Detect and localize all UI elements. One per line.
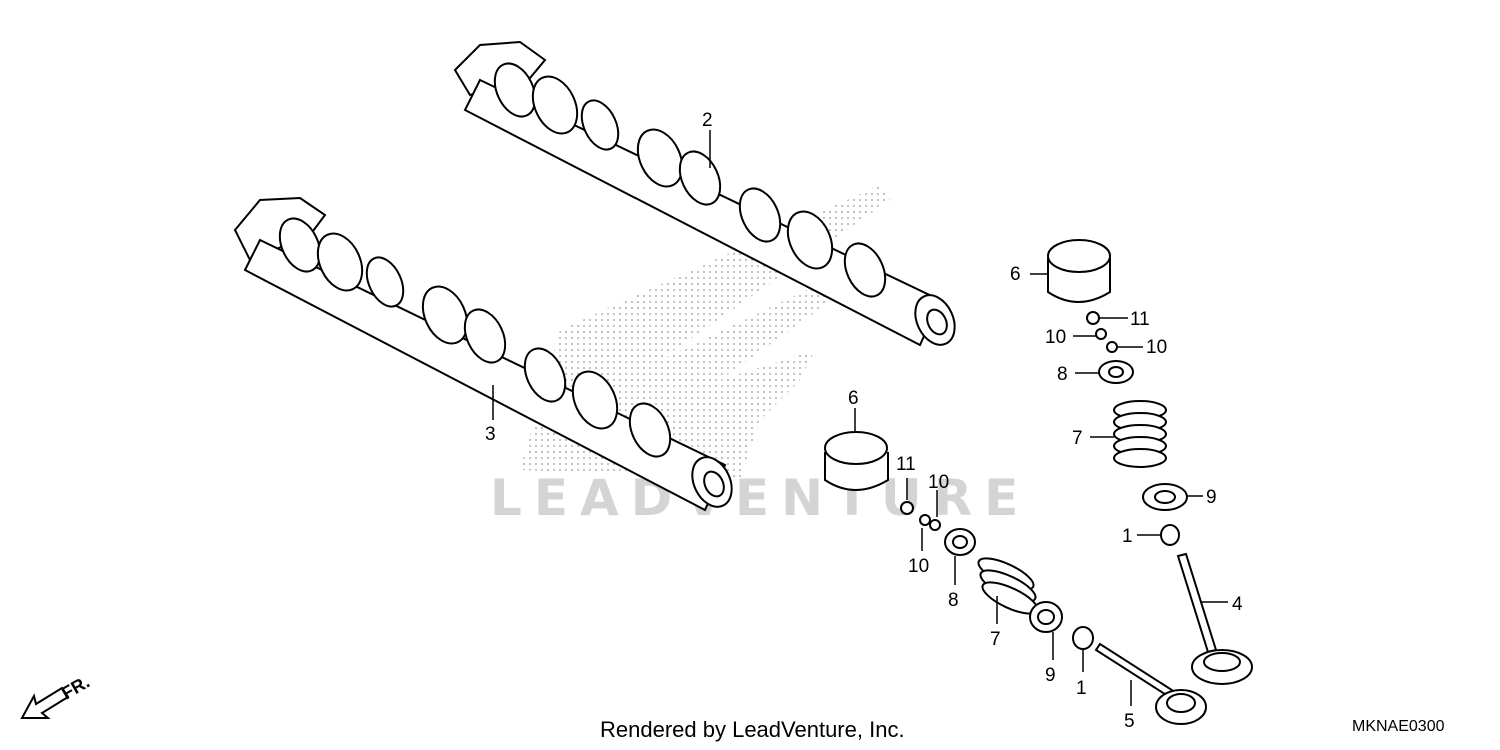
callout-7-right[interactable]: 7 <box>1072 428 1114 449</box>
callout-2[interactable]: 2 <box>702 110 713 168</box>
valve-left[interactable] <box>1094 642 1207 725</box>
spring-retainer-left[interactable] <box>944 528 976 556</box>
svg-text:1: 1 <box>1122 526 1133 547</box>
svg-text:10: 10 <box>1146 337 1167 358</box>
callout-3[interactable]: 3 <box>485 385 496 445</box>
callout-11-left[interactable]: 11 <box>896 454 916 500</box>
svg-text:8: 8 <box>1057 364 1068 385</box>
front-direction-indicator: FR. <box>20 672 93 719</box>
svg-text:1: 1 <box>1076 678 1087 699</box>
valve-spring-right[interactable] <box>1113 400 1167 468</box>
callout-1-right[interactable]: 1 <box>1122 526 1161 547</box>
callout-10-right-b[interactable]: 10 <box>1117 337 1167 358</box>
svg-text:7: 7 <box>990 629 1001 650</box>
svg-text:5: 5 <box>1124 711 1135 732</box>
callout-1-left[interactable]: 1 <box>1076 650 1087 699</box>
svg-text:2: 2 <box>702 110 713 131</box>
callout-5[interactable]: 5 <box>1124 680 1135 732</box>
spring-seat-left[interactable] <box>1029 601 1063 633</box>
valve-assembly-right <box>1047 239 1253 685</box>
callout-10-left-b[interactable]: 10 <box>928 472 949 517</box>
svg-text:8: 8 <box>948 590 959 611</box>
stem-seal-left[interactable] <box>1072 626 1094 650</box>
callout-9-right[interactable]: 9 <box>1187 487 1217 508</box>
render-credit: Rendered by LeadVenture, Inc. <box>600 717 905 742</box>
tappet-bucket-right[interactable] <box>1047 239 1111 303</box>
tappet-bucket-left[interactable] <box>824 431 889 491</box>
cotter-right-b[interactable] <box>1106 341 1118 353</box>
svg-text:9: 9 <box>1206 487 1217 508</box>
spring-retainer-right[interactable] <box>1098 360 1134 384</box>
spring-seat-right[interactable] <box>1142 483 1188 511</box>
front-arrow-icon <box>20 686 70 719</box>
svg-text:6: 6 <box>848 388 859 409</box>
callout-11-right[interactable]: 11 <box>1099 309 1150 330</box>
cotter-left-a[interactable] <box>919 514 931 526</box>
callout-6-right[interactable]: 6 <box>1010 264 1048 285</box>
valve-right[interactable] <box>1176 552 1253 685</box>
camshaft-upper[interactable] <box>453 40 962 351</box>
valve-assembly-left <box>824 431 1207 725</box>
valve-spring-left[interactable] <box>975 552 1042 619</box>
watermark-text: LEADVENTURE <box>490 469 1030 527</box>
svg-text:10: 10 <box>928 472 949 493</box>
svg-text:11: 11 <box>896 454 916 475</box>
diagram-code: MKNAE0300 <box>1352 718 1445 735</box>
camshaft-lower[interactable] <box>233 196 739 513</box>
svg-text:10: 10 <box>908 556 929 577</box>
svg-text:6: 6 <box>1010 264 1021 285</box>
callout-7-left[interactable]: 7 <box>990 596 1001 650</box>
svg-text:11: 11 <box>1130 309 1150 330</box>
callout-10-left-a[interactable]: 10 <box>908 528 929 577</box>
shim-right[interactable] <box>1086 311 1100 325</box>
stem-seal-right[interactable] <box>1160 524 1180 546</box>
cotter-left-b[interactable] <box>929 519 941 531</box>
callout-9-left[interactable]: 9 <box>1045 632 1056 686</box>
svg-text:9: 9 <box>1045 665 1056 686</box>
callout-8-left[interactable]: 8 <box>948 556 959 611</box>
svg-text:4: 4 <box>1232 594 1243 615</box>
svg-text:10: 10 <box>1045 327 1066 348</box>
callout-4[interactable]: 4 <box>1200 594 1243 615</box>
callout-6-left[interactable]: 6 <box>848 388 859 432</box>
svg-text:7: 7 <box>1072 428 1083 449</box>
callout-8-right[interactable]: 8 <box>1057 364 1099 385</box>
svg-text:3: 3 <box>485 424 496 445</box>
cotter-right-a[interactable] <box>1095 328 1107 340</box>
callout-10-right-a[interactable]: 10 <box>1045 327 1096 348</box>
callouts: 2 3 6 11 10 10 8 7 <box>485 110 1243 732</box>
shim-left[interactable] <box>900 501 914 515</box>
